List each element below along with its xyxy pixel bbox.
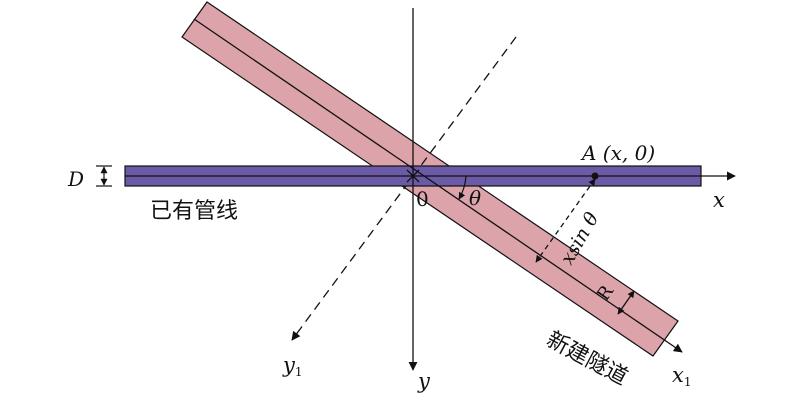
- label-d: D: [67, 167, 84, 191]
- label-y1-axis: y1: [282, 353, 303, 379]
- d-dimension: [96, 165, 112, 187]
- xsin-dimension: [535, 178, 596, 263]
- point-a: [591, 172, 599, 180]
- y1-axis: [291, 36, 517, 341]
- origin-mark: [406, 169, 420, 183]
- label-new-tunnel: 新建隧道: [542, 327, 631, 390]
- theta-arc: [458, 175, 467, 200]
- label-origin: 0: [416, 187, 429, 211]
- label-point-a: A (x, 0): [580, 141, 655, 165]
- label-x-axis: x: [713, 188, 725, 212]
- x1-axis: [193, 18, 683, 353]
- label-x1-sub: 1: [684, 375, 692, 389]
- label-y1-main: y: [282, 353, 296, 377]
- label-xsin-theta: xsin θ: [556, 208, 603, 268]
- label-existing-pipeline: 已有管线: [150, 199, 238, 224]
- label-y1-sub: 1: [295, 365, 303, 379]
- label-theta: θ: [469, 186, 481, 210]
- label-x1-axis: x1: [672, 363, 691, 389]
- label-x1-main: x: [672, 363, 684, 387]
- label-y-axis: y: [417, 369, 431, 393]
- r-dimension: [617, 290, 635, 315]
